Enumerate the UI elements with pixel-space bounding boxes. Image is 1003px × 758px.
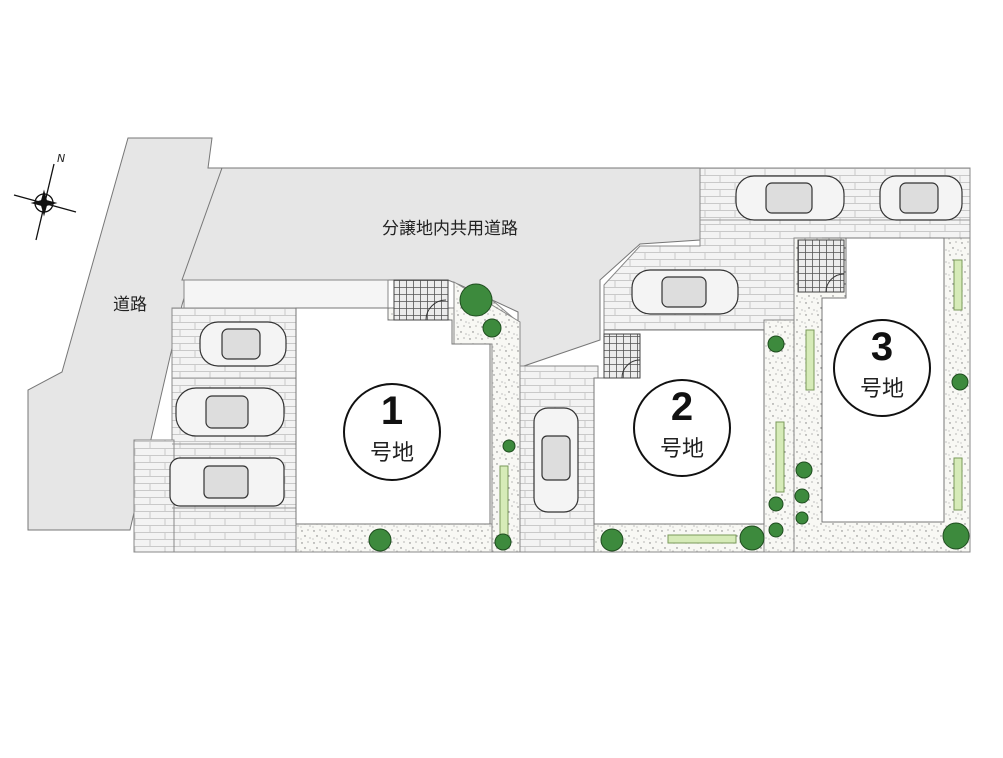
public-road [27,137,223,531]
entry-tiles [393,239,845,379]
car [175,387,285,437]
lot-marker-2: 2 号地 [633,379,731,477]
parked-cars [169,175,963,513]
compass-icon [13,163,77,241]
public-road-label: 道路 [113,295,147,315]
hedges [499,259,963,544]
car [533,407,579,513]
compass-north-label: N [57,152,65,165]
car [199,321,287,367]
lot-suffix: 号地 [660,437,704,462]
lot-number: 2 [671,385,693,429]
car [879,175,963,221]
lot-suffix: 号地 [370,441,414,466]
car [631,269,739,315]
car [169,457,285,507]
car [735,175,845,221]
lot-number: 1 [381,389,403,433]
lot-marker-3: 3 号地 [833,319,931,417]
lot-number: 3 [871,325,893,369]
shared-road-label: 分譲地内共用道路 [382,219,518,239]
shrubs [368,283,970,552]
lot-marker-1: 1 号地 [343,383,441,481]
lot-suffix: 号地 [860,377,904,402]
